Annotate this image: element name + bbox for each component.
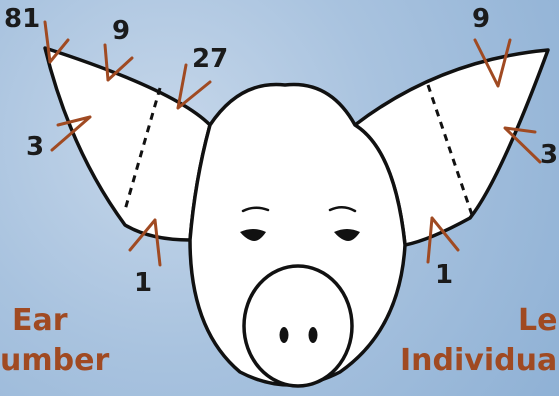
notch-label-3-left: 3: [26, 134, 44, 160]
notch-label-27: 27: [192, 46, 228, 72]
caption-right-line2: Individual: [400, 346, 559, 376]
caption-right-line1: Le: [518, 306, 557, 336]
notch-label-81: 81: [4, 6, 40, 32]
notch-label-1-left: 1: [134, 270, 152, 296]
notch-label-3-right: 3: [540, 142, 558, 168]
left-nostril: [280, 327, 289, 343]
snout: [244, 266, 352, 386]
notch-label-1-right: 1: [435, 262, 453, 288]
notch-label-9-left: 9: [112, 18, 130, 44]
right-nostril: [309, 327, 318, 343]
caption-left-line2: umber: [0, 346, 109, 376]
caption-left-line1: Ear: [12, 306, 68, 336]
notch-label-9-right: 9: [472, 6, 490, 32]
